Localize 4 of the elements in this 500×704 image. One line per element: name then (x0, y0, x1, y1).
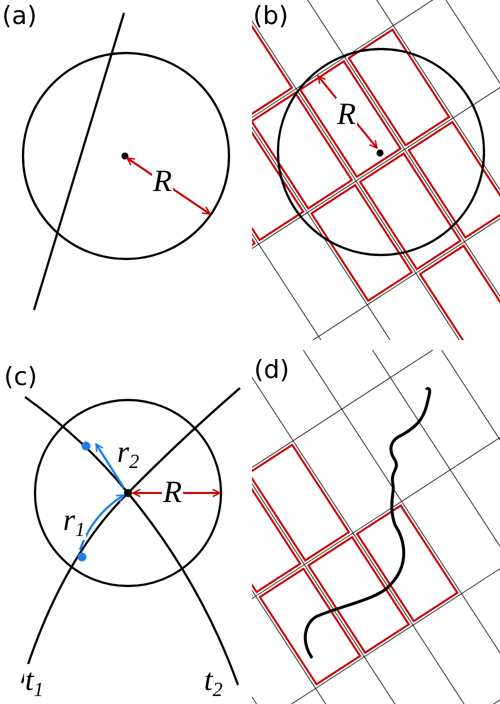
panel-label: (b) (253, 3, 288, 28)
panel-label: (c) (4, 364, 38, 389)
panel-label: (a) (2, 3, 37, 28)
panel-label: (d) (254, 357, 290, 382)
